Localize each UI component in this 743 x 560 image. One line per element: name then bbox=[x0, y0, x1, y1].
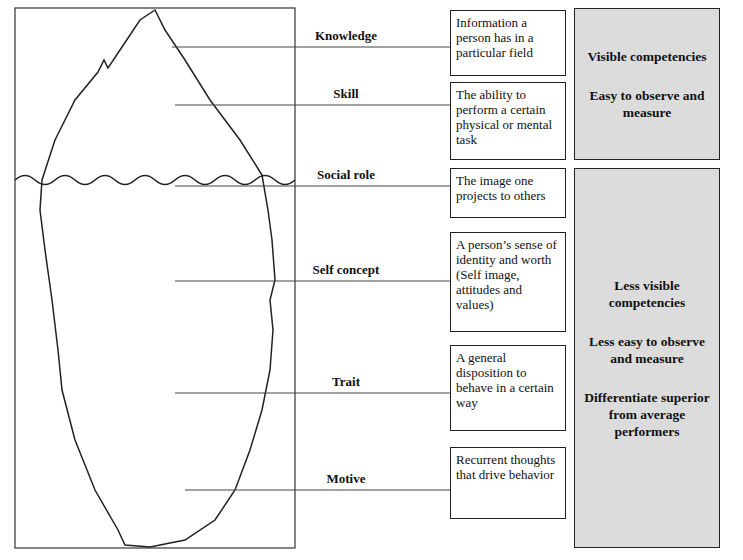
water-line bbox=[15, 176, 295, 185]
description-box: The image one projects to others bbox=[450, 168, 566, 218]
illustration-frame bbox=[15, 8, 295, 548]
layer-label: Knowledge bbox=[313, 28, 379, 43]
panel-text: Less easy to observe and measure bbox=[583, 333, 711, 367]
description-text: A person’s sense of identity and worth (… bbox=[456, 237, 560, 312]
iceberg-outline bbox=[40, 10, 275, 547]
leader-line bbox=[175, 186, 450, 187]
description-box: Information a person has in a particular… bbox=[450, 10, 566, 76]
description-box: A general disposition to behave in a cer… bbox=[450, 345, 566, 431]
description-box: The ability to perform a certain physica… bbox=[450, 82, 566, 160]
category-panel: Less visible competenciesLess easy to ob… bbox=[574, 168, 720, 548]
description-text: A general disposition to behave in a cer… bbox=[456, 350, 560, 410]
layer-label: Self concept bbox=[311, 262, 382, 277]
leader-line bbox=[185, 490, 450, 491]
description-text: The image one projects to others bbox=[456, 173, 560, 203]
leader-line bbox=[172, 47, 450, 48]
panel-text: Easy to observe and measure bbox=[583, 87, 711, 121]
description-text: Information a person has in a particular… bbox=[456, 15, 560, 60]
layer-label: Social role bbox=[315, 167, 377, 182]
description-box: Recurrent thoughts that drive behavior bbox=[450, 447, 566, 519]
leader-line bbox=[175, 105, 450, 106]
layer-label: Motive bbox=[325, 471, 368, 486]
panel-text: Less visible competencies bbox=[583, 277, 711, 311]
description-text: The ability to perform a certain physica… bbox=[456, 87, 560, 147]
category-panel: Visible competenciesEasy to observe and … bbox=[574, 8, 720, 160]
description-text: Recurrent thoughts that drive behavior bbox=[456, 452, 560, 482]
description-box: A person’s sense of identity and worth (… bbox=[450, 232, 566, 332]
layer-label: Trait bbox=[330, 374, 362, 389]
layer-label: Skill bbox=[331, 86, 360, 101]
panel-text: Visible competencies bbox=[583, 48, 711, 65]
leader-lines bbox=[172, 47, 450, 490]
leader-line bbox=[175, 281, 450, 282]
leader-line bbox=[175, 393, 450, 394]
panel-text: Differentiate superior from average perf… bbox=[583, 389, 711, 440]
